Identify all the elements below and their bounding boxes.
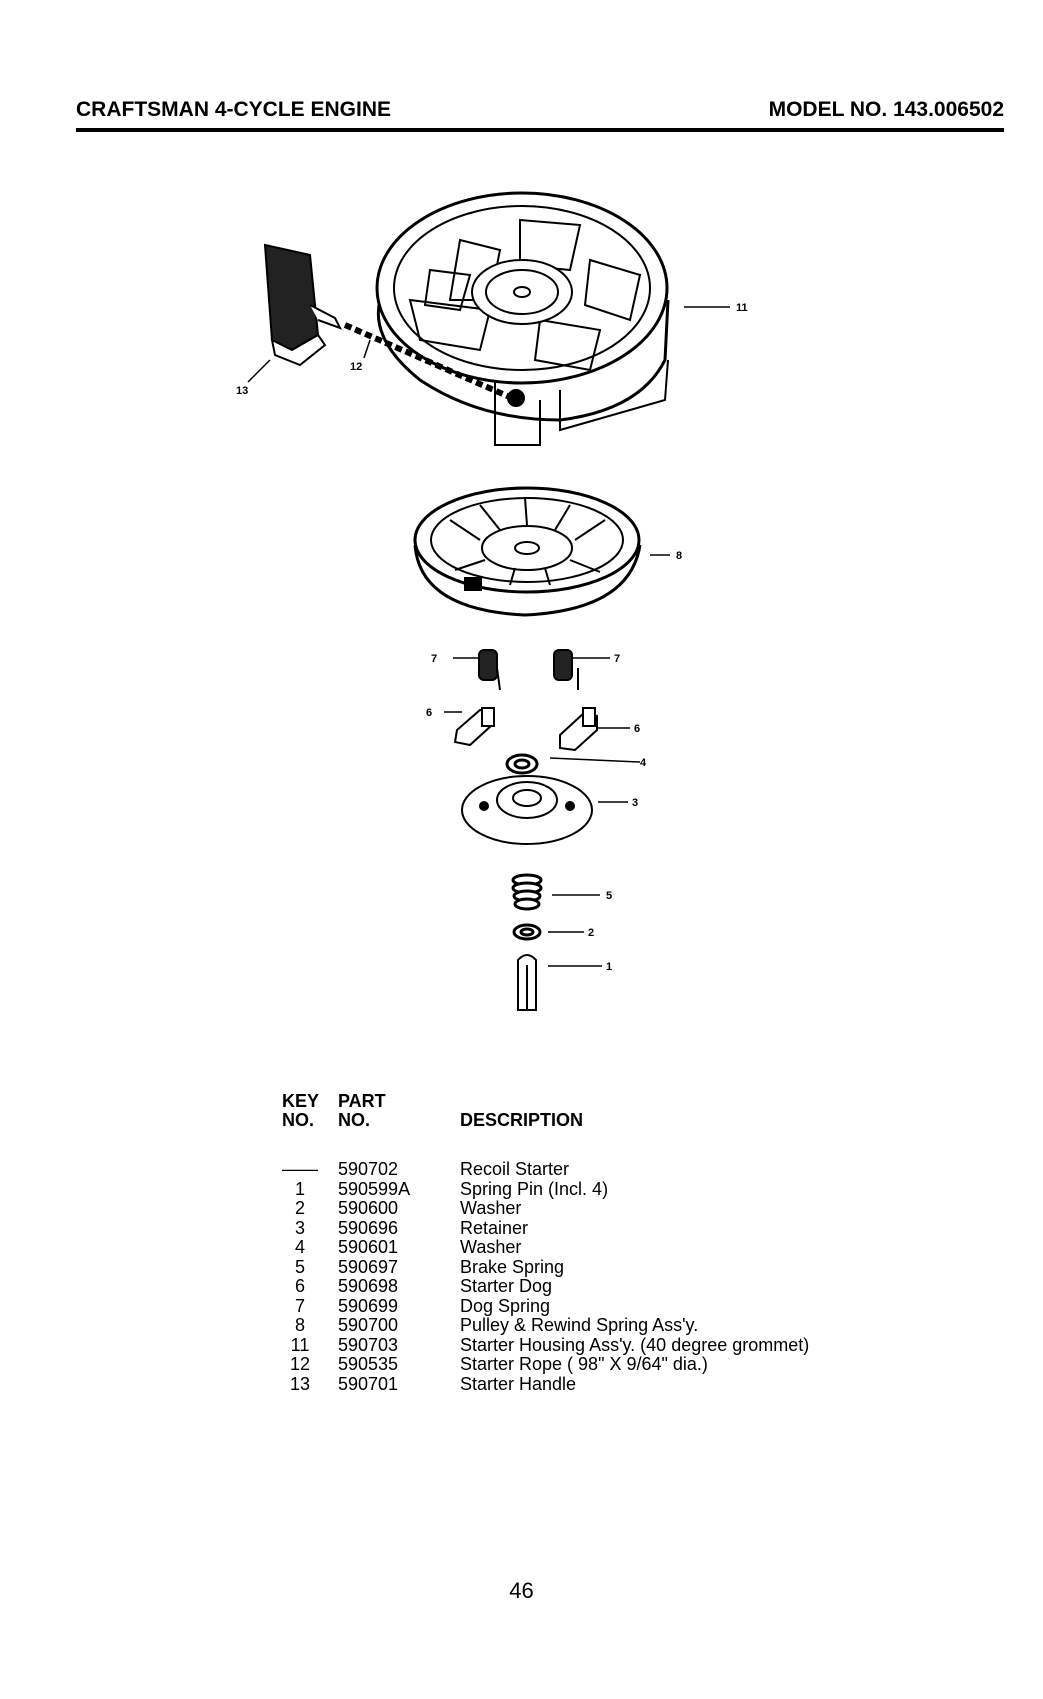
dog-spring-illustration <box>478 649 579 691</box>
starter-housing-illustration <box>375 191 670 446</box>
leader-lines <box>247 306 730 967</box>
callout-8: 8 <box>676 550 682 562</box>
retainer-illustration <box>461 775 593 845</box>
page-number: 46 <box>509 1578 534 1603</box>
callout-6-right: 6 <box>634 723 640 735</box>
callout-7-right: 7 <box>614 653 620 665</box>
manual-title: CRAFTSMAN 4-CYCLE ENGINE <box>76 98 392 121</box>
starter-rope-illustration <box>343 322 514 401</box>
page-header: CRAFTSMAN 4-CYCLE ENGINE MODEL NO. 143.0… <box>76 98 1004 128</box>
callout-2: 2 <box>588 927 594 939</box>
starter-dog-illustration <box>453 707 598 752</box>
part-no-header: PART NO. <box>338 1091 386 1130</box>
exploded-parts-diagram: 11 12 13 8 7 7 6 6 4 3 5 2 1 <box>236 191 748 1011</box>
washer-illustration <box>505 753 539 775</box>
callout-12: 12 <box>350 361 362 373</box>
callout-6-left: 6 <box>426 707 432 719</box>
callout-5: 5 <box>606 890 612 902</box>
callout-11: 11 <box>736 302 748 314</box>
washer-2-illustration <box>512 923 542 941</box>
callout-13: 13 <box>236 385 248 397</box>
callout-3: 3 <box>632 797 638 809</box>
model-number: MODEL NO. 143.006502 <box>768 98 1004 121</box>
brake-spring-illustration <box>511 873 543 911</box>
callout-4: 4 <box>640 757 647 769</box>
pulley-illustration <box>413 486 642 617</box>
callout-1: 1 <box>606 961 612 973</box>
starter-handle-illustration <box>263 243 343 367</box>
spring-pin-illustration <box>517 954 537 1011</box>
header-rule <box>76 128 1004 132</box>
callout-7-left: 7 <box>431 653 437 665</box>
description-header: DESCRIPTION <box>460 1110 584 1130</box>
key-no-header: KEY NO. <box>282 1091 320 1130</box>
